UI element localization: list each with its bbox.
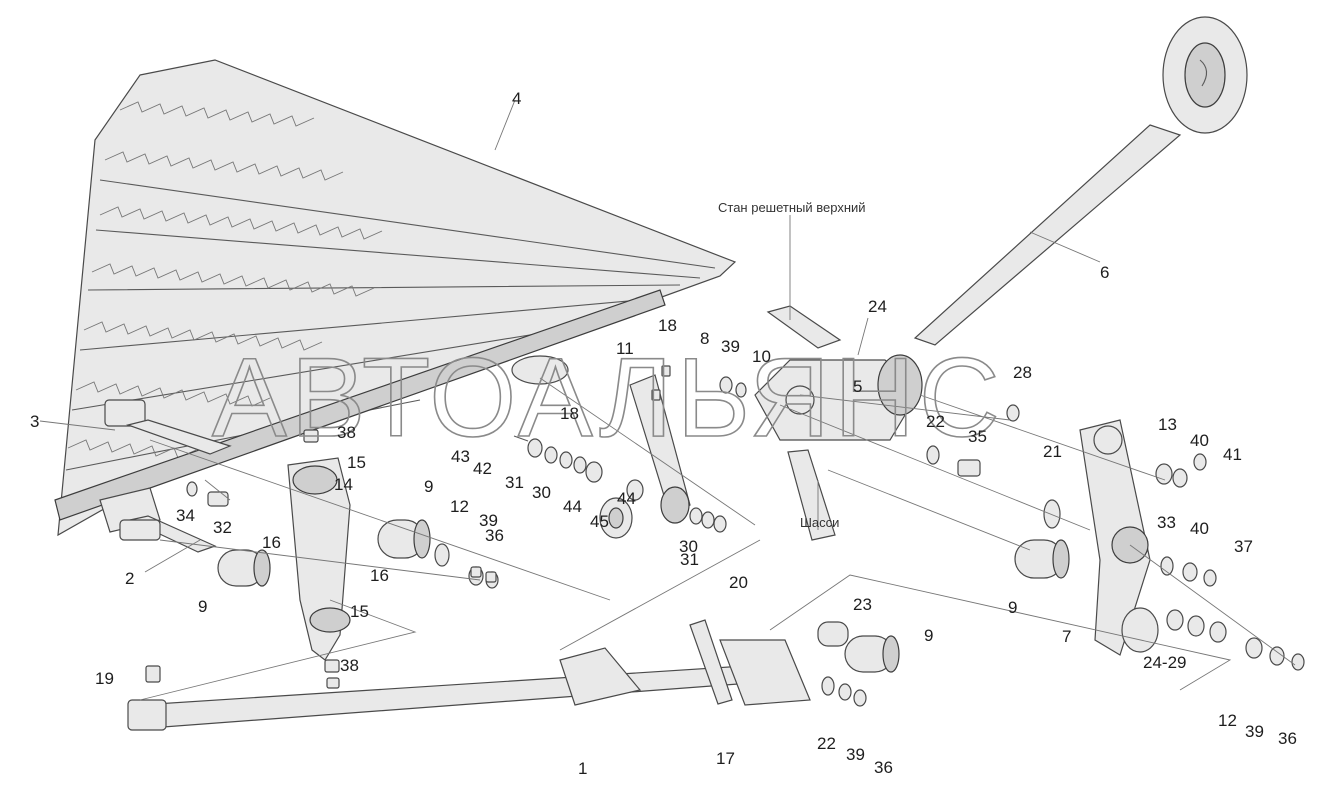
callout: 38	[340, 656, 359, 675]
lever-assembly	[1079, 419, 1159, 656]
caption-chassis: Шасси	[800, 515, 839, 530]
callout: 42	[473, 459, 492, 478]
callout: 4	[512, 89, 521, 108]
caption-upper-sieve-frame: Стан решетный верхний	[718, 200, 866, 215]
callout: 7	[1062, 627, 1071, 646]
callout: 14	[334, 475, 353, 494]
callout: 39	[846, 745, 865, 764]
callout: 24-29	[1143, 653, 1186, 672]
callout: 21	[1043, 442, 1062, 461]
callout: 16	[370, 566, 389, 585]
callout: 24	[868, 297, 887, 316]
callout: 15	[347, 453, 366, 472]
callout: 37	[1234, 537, 1253, 556]
callout: 18	[658, 316, 677, 335]
pull-rod-assembly	[127, 639, 811, 731]
callout: 9	[924, 626, 933, 645]
callout: 3	[30, 412, 39, 431]
callout: 28	[1013, 363, 1032, 382]
assembly-lines	[39, 99, 1296, 701]
callout: 20	[729, 573, 748, 592]
callout: 45	[590, 512, 609, 531]
callout: 1	[578, 759, 587, 778]
callout: 32	[213, 518, 232, 537]
callout: 5	[853, 377, 862, 396]
callout: 17	[716, 749, 735, 768]
shafts	[119, 305, 842, 705]
callout: 34	[176, 506, 195, 525]
arm-assembly	[511, 355, 691, 524]
callout: 22	[926, 412, 945, 431]
callout: 22	[817, 734, 836, 753]
callout: 9	[198, 597, 207, 616]
callout: 6	[1100, 263, 1109, 282]
callout: 9	[1008, 598, 1017, 617]
callout: 9	[424, 477, 433, 496]
clamp-assembly	[287, 457, 351, 661]
callout: 39	[721, 337, 740, 356]
callout: 30	[532, 483, 551, 502]
callout: 30	[679, 537, 698, 556]
callout: 11	[616, 339, 634, 358]
crank-assembly	[913, 16, 1248, 346]
callout: 12	[450, 497, 469, 516]
callout: 40	[1190, 519, 1209, 538]
callout-labels: 1 2 3 4 5 6 7 8 9 9 9 9 10 11 12 12 13 1…	[30, 89, 1297, 778]
callout: 23	[853, 595, 872, 614]
callout: 35	[968, 427, 987, 446]
watermark-text: АВТОАЛЬЯНС	[212, 335, 1004, 460]
callout: 40	[1190, 431, 1209, 450]
callout: 15	[350, 602, 369, 621]
small-parts	[145, 365, 1305, 707]
callout: 2	[125, 569, 134, 588]
callout: 18	[560, 404, 579, 423]
callout: 33	[1157, 513, 1176, 532]
callout: 41	[1223, 445, 1242, 464]
callout: 16	[262, 533, 281, 552]
callout: 12	[1218, 711, 1237, 730]
callout: 19	[95, 669, 114, 688]
callout: 38	[337, 423, 356, 442]
callout: 36	[874, 758, 893, 777]
callout: 44	[617, 489, 636, 508]
callout: 36	[1278, 729, 1297, 748]
callout: 10	[752, 347, 771, 366]
callout: 31	[680, 550, 699, 569]
sieve-assembly	[54, 59, 737, 537]
callout: 36	[485, 526, 504, 545]
callout: 39	[479, 511, 498, 530]
callout: 39	[1245, 722, 1264, 741]
bearing-housing	[754, 354, 923, 441]
callout: 31	[505, 473, 524, 492]
callout: 44	[563, 497, 582, 516]
callout: 13	[1158, 415, 1177, 434]
callout: 43	[451, 447, 470, 466]
callout: 8	[700, 329, 709, 348]
